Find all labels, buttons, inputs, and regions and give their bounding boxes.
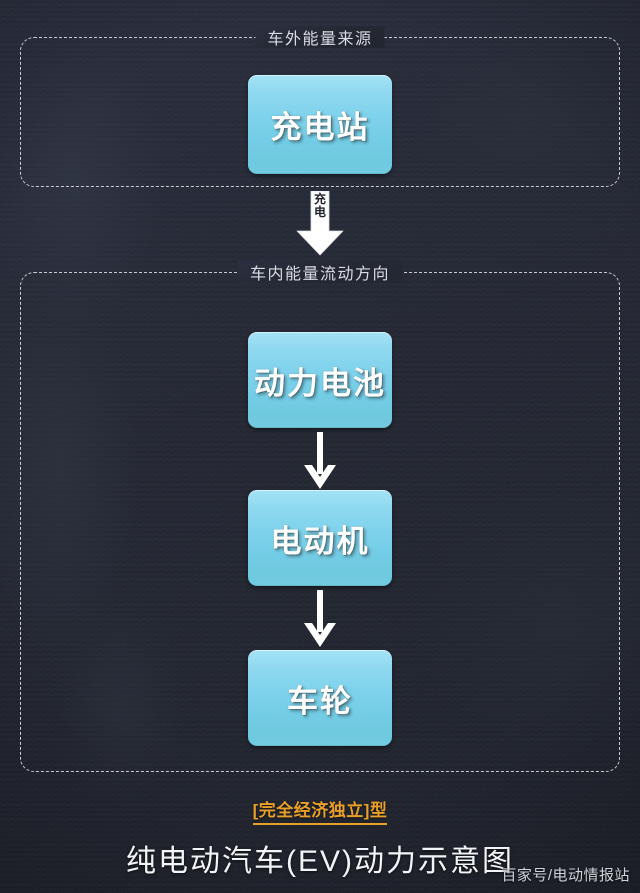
connector-charging-label: 充电 xyxy=(313,192,326,219)
node-wheel-label: 车轮 xyxy=(287,683,353,719)
node-wheel[interactable]: 车轮 xyxy=(248,650,392,746)
connector-motor-to-wheel-arrow xyxy=(302,590,338,648)
node-charging-station-label: 充电站 xyxy=(270,110,370,145)
group-label-external-energy-source: 车外能量来源 xyxy=(255,25,384,49)
node-electric-motor[interactable]: 电动机 xyxy=(248,490,392,586)
node-electric-motor-label: 电动机 xyxy=(270,523,370,559)
node-power-battery[interactable]: 动力电池 xyxy=(248,332,392,428)
connector-battery-to-motor-arrow xyxy=(302,432,338,490)
caption-title: 纯电动汽车(EV)动力示意图 xyxy=(126,845,514,878)
caption-block: [完全经济独立]型 纯电动汽车(EV)动力示意图 xyxy=(0,796,640,880)
connector-charging-block-arrow: 充电 xyxy=(296,191,344,256)
node-charging-station[interactable]: 充电站 xyxy=(248,75,392,174)
group-label-internal-energy-flow: 车内能量流动方向 xyxy=(238,260,402,284)
caption-subtitle: [完全经济独立]型 xyxy=(252,796,388,825)
watermark-text: 百家号/电动情报站 xyxy=(501,867,630,884)
node-power-battery-label: 动力电池 xyxy=(254,365,386,401)
